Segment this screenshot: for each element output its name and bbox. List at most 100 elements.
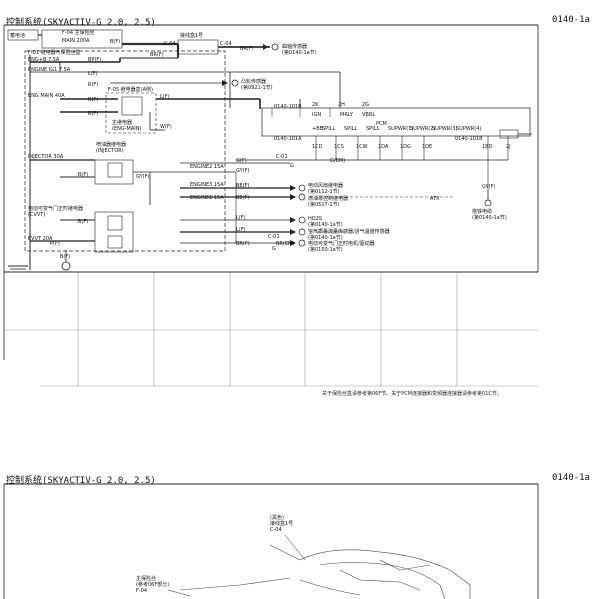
sensor2-symbol bbox=[231, 79, 239, 87]
callout2-l1: 主保险丝 bbox=[136, 575, 156, 582]
wire-gyf-3: GY(F) bbox=[482, 184, 496, 190]
pcm-pin-label-supwr1: SUPWR(1) bbox=[388, 126, 413, 132]
connector1-box bbox=[177, 39, 219, 55]
c01b-label: C-01 bbox=[268, 234, 280, 240]
wire-lf-3: L(F) bbox=[236, 215, 246, 221]
wire-bef-2: BE(F) bbox=[236, 195, 249, 201]
wire-rf-2: R(F) bbox=[88, 97, 98, 103]
pcm-pin-2j: 2J bbox=[506, 144, 511, 150]
pcm-pin-label-bb: +BB bbox=[312, 126, 324, 132]
engine-ig1-label: ENGINE IG1 7.5A bbox=[28, 67, 71, 73]
cvvt-relay-box bbox=[94, 211, 134, 253]
ocv-label: 电动可变气门正时电机/驱动器 bbox=[308, 240, 375, 247]
wire-pf: P(F) bbox=[50, 241, 60, 247]
wire-bef-1: BE(F) bbox=[236, 183, 249, 189]
pcm-pin-1da: 1DA bbox=[378, 144, 389, 150]
connector1-label: 接线盒1号 bbox=[180, 32, 203, 39]
callout1-l1: (黑色) bbox=[270, 514, 284, 521]
pcm-pin-1de: 1DE bbox=[422, 144, 432, 150]
f01-label: F-01 继电器与保险丝盒 bbox=[28, 49, 81, 56]
pcm-pin-label-spill2: SPILL bbox=[344, 126, 357, 132]
wire-brf-3: BR(F) bbox=[236, 241, 250, 247]
ho2s-label: HO2S bbox=[308, 216, 322, 222]
injector-fuse-label: INJECTOR 30A bbox=[28, 154, 64, 160]
page2-title: 控制系统(SKYACTIV-G 2.0, 2.5) bbox=[6, 476, 156, 486]
eng-ne1-label: ENGINE1 15A bbox=[190, 195, 224, 201]
injector-relay-en: (INJECTOR) bbox=[96, 148, 124, 154]
wire-wf-1: W(F) bbox=[160, 124, 172, 130]
layout-grid bbox=[77, 272, 458, 386]
pcm-pin-2k: 2K bbox=[312, 102, 319, 108]
pcm-pin-label-mrly: MRLY bbox=[340, 112, 354, 118]
wire-g-2: G bbox=[272, 246, 276, 252]
pcm-conn-b: 0140-101A bbox=[274, 136, 302, 142]
wire-bf-2: B(F) bbox=[78, 172, 88, 178]
sensor2-ref: (第0921-1节) bbox=[241, 84, 273, 91]
callout2-l2: (参考06F部分) bbox=[136, 581, 169, 588]
pcm-pin-1cs: 1CS bbox=[334, 144, 344, 150]
wire-lf-2: L(F) bbox=[160, 94, 170, 100]
eng-plus-b-label: ENG+B 7.5A bbox=[28, 57, 60, 63]
pcm-pin-1dg: 1DG bbox=[400, 144, 411, 150]
callout1-l2: 接线盒1号 bbox=[270, 520, 293, 527]
atx-label: ATX bbox=[430, 196, 440, 202]
vvt-fuse-label: EVVT 20A bbox=[28, 236, 53, 242]
pcm-conn-a: 0140-101B bbox=[274, 104, 302, 110]
cvvt-relay-en: (CVVT) bbox=[28, 212, 45, 218]
arrowheads bbox=[290, 185, 296, 246]
pcm-pin-2g: 2G bbox=[362, 102, 369, 108]
pcm-conn-c: 0140-101B bbox=[455, 136, 483, 142]
eng-ne3-label: ENGINE3 15A bbox=[190, 182, 224, 188]
main-relay-coil bbox=[121, 96, 143, 116]
injector-relay-box bbox=[94, 159, 134, 185]
wire-lf-1: L(F) bbox=[88, 71, 98, 77]
pcm-pin-label-vbrl: VBRL bbox=[362, 112, 375, 118]
coil-ref: (第0112-1节) bbox=[308, 188, 340, 195]
c04b-label: C-04 bbox=[220, 41, 232, 47]
sensor2-label: 凸轮传感器 bbox=[241, 78, 266, 85]
pcm-label: PCM bbox=[376, 121, 387, 127]
ground-ref: (第0140-1a节) bbox=[472, 214, 507, 221]
wire-gyf-1: GY(F) bbox=[136, 174, 150, 180]
pcm-pin-label-supwr3: SUPWR(3) bbox=[432, 126, 457, 132]
pcm-pin-label-supwr4: SUPWR(4) bbox=[456, 126, 481, 132]
f01-fusebox bbox=[24, 50, 226, 252]
wire-gem-1: G(EM) bbox=[330, 158, 345, 164]
pcm-pin-1cw: 1CW bbox=[356, 144, 368, 150]
wire-rf-1: R(F) bbox=[88, 82, 98, 88]
main-relay-label: 主继电器 bbox=[112, 119, 132, 126]
c01a-label: C-01 bbox=[276, 154, 288, 160]
purge-ref: (第0517-1节) bbox=[308, 201, 340, 208]
main-relay-en: (ENG-MAIN) bbox=[112, 126, 141, 132]
pcm-pin-label-spill1: SPILL bbox=[322, 126, 335, 132]
eng-ne2-label: ENGINE2 15A bbox=[190, 164, 224, 170]
eng-main-label: ENG MAIN 40A bbox=[28, 93, 65, 99]
wire-bf-3: B(F) bbox=[78, 219, 88, 225]
pcm-pin-label-supwr2: SUPWR(2) bbox=[410, 126, 435, 132]
f05-label: F-05 继电器盒(A侧) bbox=[108, 86, 153, 93]
purge-label: 燃油泵控制继电器 bbox=[308, 195, 348, 202]
page2-code: 0140-1a bbox=[552, 473, 590, 483]
pcm-pin-label-ign: IGN bbox=[312, 112, 321, 118]
wire-gf-1: G(F) bbox=[236, 158, 247, 164]
f05-relay-box bbox=[105, 92, 157, 134]
callout1-l3: C-04 bbox=[270, 527, 282, 533]
wire-bf-4: B(F) bbox=[60, 254, 70, 260]
ho2s-ref: (第0140-1a节) bbox=[308, 221, 343, 228]
ground-label: 搭铁电缆 bbox=[472, 208, 492, 215]
pcm-pin-1bd: 1BD bbox=[482, 144, 493, 150]
page1-title: 控制系统(SKYACTIV-G 2.0, 2.5) bbox=[6, 18, 156, 28]
main-fuse-label: MAIN 200A bbox=[62, 38, 90, 44]
callout2-l3: F-04 bbox=[136, 588, 147, 594]
f04-label: F-04 主保险丝 bbox=[62, 29, 95, 36]
sensor1-symbol bbox=[271, 43, 279, 51]
wire-g-1: G bbox=[290, 163, 294, 169]
sensor1-label: 曲轴传感器 bbox=[282, 43, 307, 50]
wire-lf-4: L(F) bbox=[236, 227, 246, 233]
battery-label: 蓄电池 bbox=[10, 32, 25, 39]
pcm-pin-label-spill3: SPILL bbox=[366, 126, 379, 132]
maf-ref: (第0140-1a节) bbox=[308, 234, 343, 241]
coil-label: 电动风扇继电器 bbox=[308, 182, 343, 189]
wire-brf-1: BR(F) bbox=[150, 52, 164, 58]
